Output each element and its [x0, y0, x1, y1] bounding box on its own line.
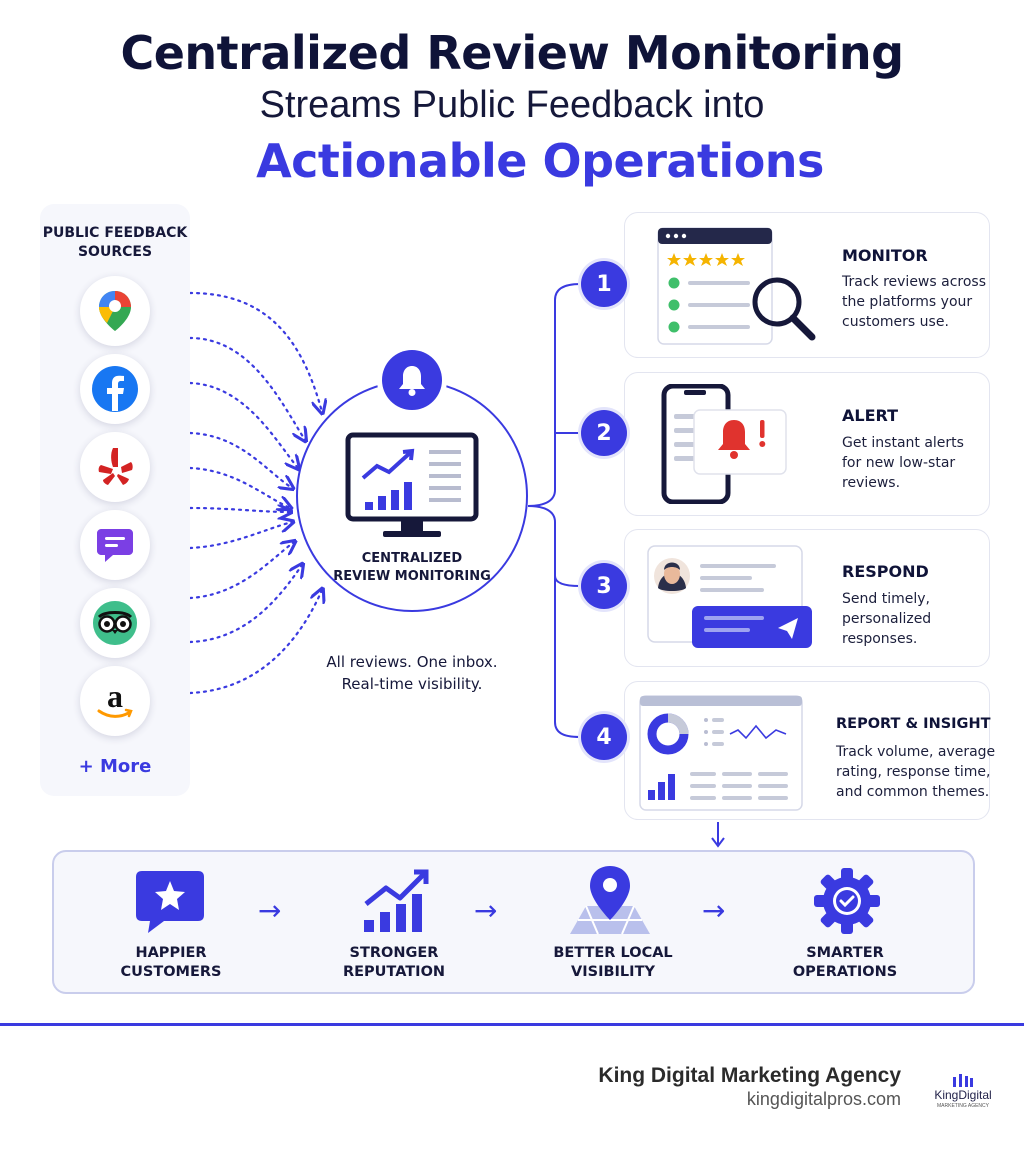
hub-label-line-1: CENTRALIZED — [361, 551, 463, 566]
logo-subtext: MARKETING AGENCY — [937, 1103, 989, 1109]
bracket-3 — [554, 575, 581, 587]
step-number-2: 2 — [581, 410, 627, 456]
dotted-arrow-row7 — [188, 522, 292, 550]
outcome-line: SMARTER — [806, 945, 884, 961]
title-line-2: Streams Public Feedback into — [259, 84, 765, 126]
title-line-3: Actionable Operations — [256, 134, 824, 188]
step-desc-line: the platforms your — [842, 294, 973, 310]
tripadvisor-icon — [80, 588, 150, 658]
outcome-line: HAPPIER — [135, 945, 207, 961]
outcomes-panel — [52, 850, 975, 994]
step-number-1: 1 — [581, 261, 627, 307]
gear-check-icon — [814, 868, 880, 934]
chat-icon — [80, 510, 150, 580]
amazon-icon: a — [80, 666, 150, 736]
facebook-icon — [80, 354, 150, 424]
step-title-alert: ALERT — [842, 406, 899, 425]
step-desc-line: customers use. — [842, 314, 949, 330]
hub-label-line-2: REVIEW MONITORING — [333, 569, 491, 584]
dotted-arrow-row5 — [188, 466, 290, 508]
agency-url[interactable]: kingdigitalpros.com — [746, 1089, 901, 1109]
bell-icon — [382, 350, 442, 410]
google-maps-icon — [80, 276, 150, 346]
step-desc-line: for new low-star — [842, 455, 956, 471]
hub-caption-line-1: All reviews. One inbox. — [326, 653, 498, 671]
step-title-report: REPORT & INSIGHT — [836, 716, 991, 732]
step-desc-monitor: Track reviews across the platforms your … — [842, 272, 986, 332]
outcome-line: OPERATIONS — [792, 964, 898, 980]
outcome-line: VISIBILITY — [571, 964, 655, 980]
hub-label: CENTRALIZED REVIEW MONITORING — [296, 550, 528, 586]
yelp-icon — [80, 432, 150, 502]
step-desc-line: Send timely, — [842, 591, 930, 607]
step-desc-line: rating, response time, — [836, 764, 991, 780]
sources-title: PUBLIC FEEDBACK SOURCES — [40, 224, 190, 262]
logo-text: KingDigital — [934, 1088, 992, 1102]
outcome-better-local-visibility: BETTER LOCAL VISIBILITY — [533, 944, 693, 982]
sources-title-line-2: SOURCES — [77, 244, 153, 260]
bracket-bottom — [527, 505, 581, 738]
dotted-arrow-row10 — [188, 590, 322, 695]
dotted-arrow-facebook — [188, 336, 305, 440]
step-desc-respond: Send timely, personalized responses. — [842, 589, 931, 649]
more-sources-label: + More — [78, 756, 152, 777]
dotted-arrow-row9 — [188, 565, 302, 644]
growth-chart-icon — [364, 869, 429, 932]
sources-title-line-1: PUBLIC FEEDBACK — [42, 225, 188, 241]
star-chat-icon — [136, 871, 204, 933]
phone-alert-icon — [661, 384, 787, 504]
monitor-dashboard-icon — [345, 432, 479, 537]
review-search-icon — [657, 227, 816, 345]
outcome-line: BETTER LOCAL — [553, 945, 673, 961]
report-dashboard-icon — [639, 695, 803, 811]
dotted-arrow-row6 — [188, 508, 290, 512]
hub-caption: All reviews. One inbox. Real-time visibi… — [296, 651, 528, 695]
step-desc-line: Get instant alerts — [842, 435, 964, 451]
svg-text:a: a — [107, 679, 123, 714]
outcome-happier-customers: HAPPIER CUSTOMERS — [91, 944, 251, 982]
step-title-respond: RESPOND — [842, 562, 929, 581]
dotted-arrow-row8 — [188, 542, 294, 600]
outcome-stronger-reputation: STRONGER REPUTATION — [314, 944, 474, 982]
step-desc-line: Track volume, average — [836, 744, 996, 760]
step-desc-line: reviews. — [842, 475, 901, 491]
king-digital-logo-icon — [953, 1074, 973, 1087]
outcome-line: CUSTOMERS — [120, 964, 222, 980]
dotted-arrow-yelp — [188, 381, 298, 468]
outcome-line: REPUTATION — [342, 964, 446, 980]
outcome-arrow-icon: → — [258, 894, 282, 927]
step-title-monitor: MONITOR — [842, 246, 928, 265]
map-pin-icon — [570, 866, 650, 935]
outcome-smarter-operations: SMARTER OPERATIONS — [765, 944, 925, 982]
step-desc-line: responses. — [842, 631, 918, 647]
agency-name: King Digital Marketing Agency — [598, 1064, 901, 1087]
bracket-top — [527, 283, 581, 507]
dotted-arrow-row4 — [188, 431, 292, 488]
step-desc-line: and common themes. — [836, 784, 990, 800]
outcome-arrow-icon: → — [474, 894, 498, 927]
title-line-1: Centralized Review Monitoring — [120, 26, 904, 80]
step-desc-alert: Get instant alerts for new low-star revi… — [842, 433, 964, 493]
footer-divider — [0, 1023, 1024, 1026]
hub-caption-line-2: Real-time visibility. — [341, 675, 483, 693]
outcome-line: STRONGER — [349, 945, 439, 961]
step-desc-line: Track reviews across — [842, 274, 987, 290]
step-number-4: 4 — [581, 714, 627, 760]
step-desc-report: Track volume, average rating, response t… — [836, 742, 995, 802]
dotted-arrow-google — [188, 291, 322, 412]
step-number-3: 3 — [581, 563, 627, 609]
outcome-arrow-icon: → — [702, 894, 726, 927]
response-message-icon — [647, 545, 812, 648]
step-desc-line: personalized — [842, 611, 932, 627]
